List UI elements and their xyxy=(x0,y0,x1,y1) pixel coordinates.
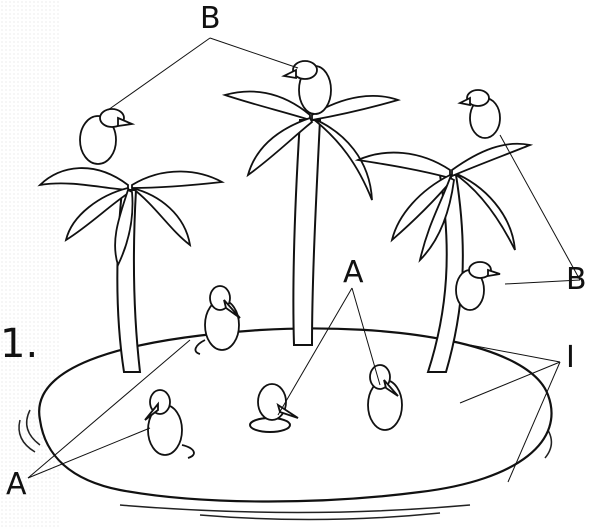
figure-number: 1. xyxy=(0,324,38,364)
climber-left-tree xyxy=(80,109,132,164)
ground-animal-upper-left xyxy=(195,286,240,354)
island-shape xyxy=(39,328,551,501)
label-a-center: A xyxy=(343,258,364,288)
label-a-bottom-left: A xyxy=(6,470,27,500)
label-i-right: I xyxy=(566,343,575,373)
label-b-top: B xyxy=(200,4,221,34)
label-b-right: B xyxy=(566,265,587,295)
climber-right-tree-top xyxy=(460,90,500,138)
